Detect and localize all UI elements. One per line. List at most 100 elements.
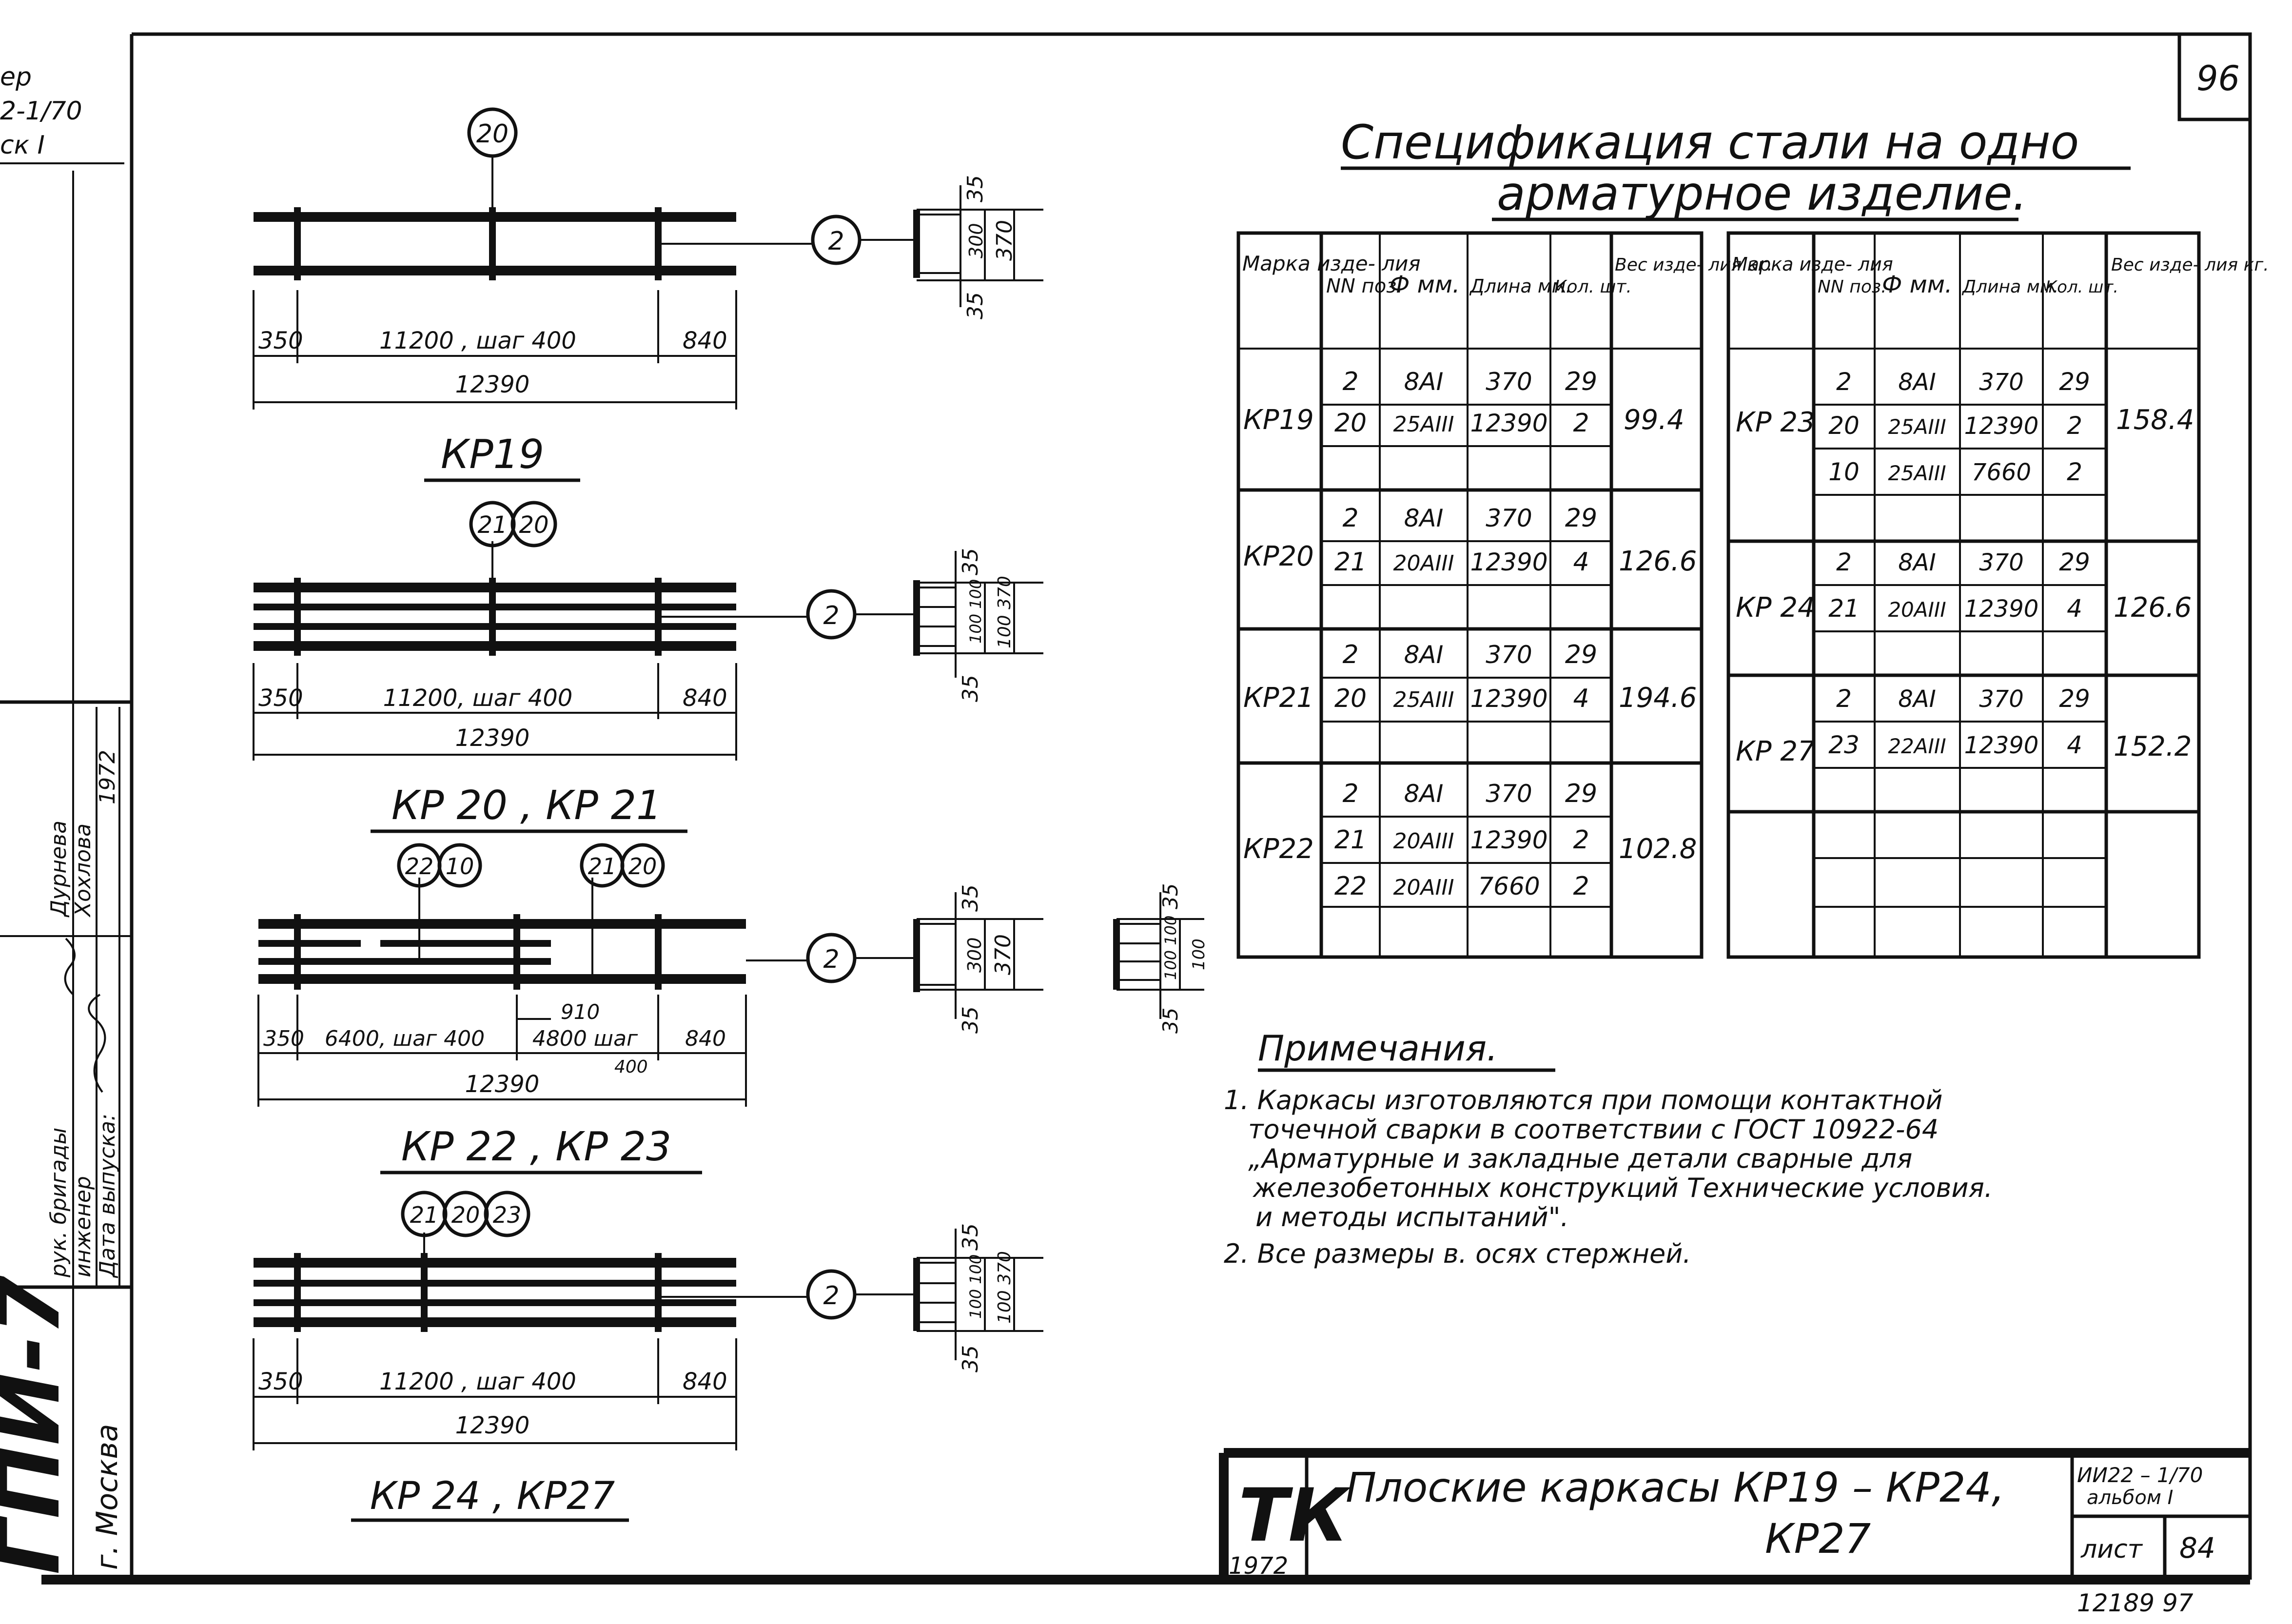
svg-text:8АI: 8АI <box>1404 368 1444 396</box>
stamp-line-2: 2-1/70 <box>0 97 82 126</box>
dim-left: 350 <box>258 685 303 712</box>
section-top: 35 <box>958 1223 983 1251</box>
section-mid: 100 100 <box>966 579 985 644</box>
section-total: 370 <box>991 934 1016 975</box>
dim-total: 12390 <box>455 724 530 752</box>
svg-text:20АIII: 20АIII <box>1393 551 1454 576</box>
mark-kp24: КР 24 <box>1736 592 1815 624</box>
svg-text:12390: 12390 <box>1964 412 2039 440</box>
svg-text:21: 21 <box>1828 594 1860 623</box>
svg-text:29: 29 <box>1565 504 1597 533</box>
mark-kp19: КР19 <box>1243 404 1314 436</box>
dim-mid2: 4800 шаг <box>532 1026 638 1051</box>
side-marker: 2 <box>828 227 844 256</box>
svg-text:8АI: 8АI <box>1404 504 1444 532</box>
marker-21: 21 <box>410 1202 439 1228</box>
dim-mid: 11200 , шаг 400 <box>379 1368 576 1395</box>
svg-text:20: 20 <box>1334 684 1367 713</box>
marker-20: 20 <box>519 511 549 539</box>
weight-kp20: 126.6 <box>1619 546 1697 577</box>
note-1-line-5: и методы испытаний". <box>1255 1202 1569 1233</box>
svg-text:2: 2 <box>2067 411 2082 440</box>
stamp-org: ГПИ-7 <box>0 1274 79 1575</box>
weight-kp23: 158.4 <box>2116 404 2194 436</box>
dim-mid: 6400, шаг 400 <box>325 1026 485 1051</box>
drawing-kp24-kp27: 21 20 23 2 35 100 100 100 370 35 350 112… <box>253 1191 1043 1522</box>
stamp-role-2: инженер <box>71 1176 96 1277</box>
svg-text:12390: 12390 <box>1470 409 1548 437</box>
weight-kp21: 194.6 <box>1619 682 1697 714</box>
svg-text:12390: 12390 <box>1470 826 1548 854</box>
stamp-city: г. Москва <box>90 1424 124 1570</box>
dim-total: 12390 <box>465 1071 540 1098</box>
dim-right: 840 <box>683 685 727 712</box>
svg-text:8АI: 8АI <box>1898 685 1936 713</box>
hdr-mark: Марка изде- лия <box>1242 252 1421 275</box>
stamp-name-2: Хохлова <box>71 823 96 918</box>
marker-21: 21 <box>588 853 617 880</box>
dim-right: 840 <box>683 1368 727 1395</box>
svg-text:22АIII: 22АIII <box>1888 734 1946 758</box>
svg-text:20АIII: 20АIII <box>1393 875 1454 900</box>
marker-circle <box>467 107 518 158</box>
hdr-weight-r: Вес изде- лия кг. <box>2111 255 2269 275</box>
section-mid: 300 <box>964 937 985 973</box>
title-code-line2: альбом I <box>2087 1487 2173 1509</box>
note-1-line-1: 1. Каркасы изготовляются при помощи конт… <box>1224 1085 1942 1115</box>
svg-text:8АI: 8АI <box>1898 549 1936 576</box>
mark-kp21: КР21 <box>1243 682 1314 714</box>
spec-title-line1: Спецификация стали на одно <box>1341 115 2079 170</box>
weight-kp19: 99.4 <box>1624 404 1685 436</box>
svg-text:8АI: 8АI <box>1898 369 1936 396</box>
stamp-name-1: Дурнева <box>46 821 71 918</box>
sheet-frame <box>41 32 2252 1585</box>
svg-text:2: 2 <box>1836 685 1852 713</box>
svg-text:370: 370 <box>1486 641 1532 669</box>
svg-text:12390: 12390 <box>1964 732 2039 759</box>
dim-total: 12390 <box>455 371 530 398</box>
svg-text:20: 20 <box>1334 409 1367 438</box>
svg-text:2: 2 <box>1836 368 1852 396</box>
svg-text:7660: 7660 <box>1972 459 2031 486</box>
notes: Примечания. 1. Каркасы изготовляются при… <box>1224 1028 1993 1269</box>
hdr-mark-r: Марка изде- лия <box>1732 254 1893 275</box>
signature-2 <box>64 938 76 996</box>
section-total: 370 <box>992 220 1017 261</box>
weight-kp22: 102.8 <box>1619 833 1697 865</box>
svg-text:370: 370 <box>1979 685 2024 713</box>
dim-extra-400: 400 <box>614 1057 648 1077</box>
svg-text:20: 20 <box>1828 411 1860 440</box>
marker-10: 10 <box>446 853 474 880</box>
svg-text:25АIII: 25АIII <box>1888 461 1946 485</box>
section-bottom: 35 <box>958 1006 983 1034</box>
page-number-box: 96 <box>2177 32 2252 121</box>
dim-extra-910: 910 <box>561 1000 600 1024</box>
svg-text:12390: 12390 <box>1964 595 2039 623</box>
svg-text:2: 2 <box>1836 548 1852 576</box>
svg-text:4: 4 <box>2067 594 2082 623</box>
dim-total: 12390 <box>455 1412 530 1439</box>
svg-text:370: 370 <box>1979 549 2024 576</box>
svg-text:7660: 7660 <box>1478 872 1540 900</box>
hdr-dia-r: Ф мм. <box>1882 271 1952 298</box>
title-sheet-no: 84 <box>2179 1531 2215 1565</box>
svg-text:29: 29 <box>2059 368 2090 396</box>
section-total: 100 370 <box>995 576 1015 648</box>
marker-20: 20 <box>628 853 657 880</box>
stamp-line-3: ск I <box>0 131 45 160</box>
notes-title: Примечания. <box>1258 1028 1498 1069</box>
svg-text:21: 21 <box>1334 548 1367 577</box>
mark-kp20: КР20 <box>1243 541 1314 572</box>
svg-text:12390: 12390 <box>1470 685 1548 713</box>
svg-text:370: 370 <box>1486 780 1532 808</box>
svg-text:2: 2 <box>1342 640 1358 669</box>
section-top: 35 <box>958 548 983 575</box>
svg-text:21: 21 <box>1334 825 1367 855</box>
dim-right: 840 <box>683 327 727 354</box>
svg-text:29: 29 <box>2059 548 2090 576</box>
mark-kp27: КР 27 <box>1736 736 1815 767</box>
dim-mid: 11200, шаг 400 <box>383 685 573 712</box>
side-marker: 2 <box>823 601 839 630</box>
svg-text:370: 370 <box>1486 504 1532 532</box>
hdr-qty: Кол. шт. <box>1554 277 1632 297</box>
